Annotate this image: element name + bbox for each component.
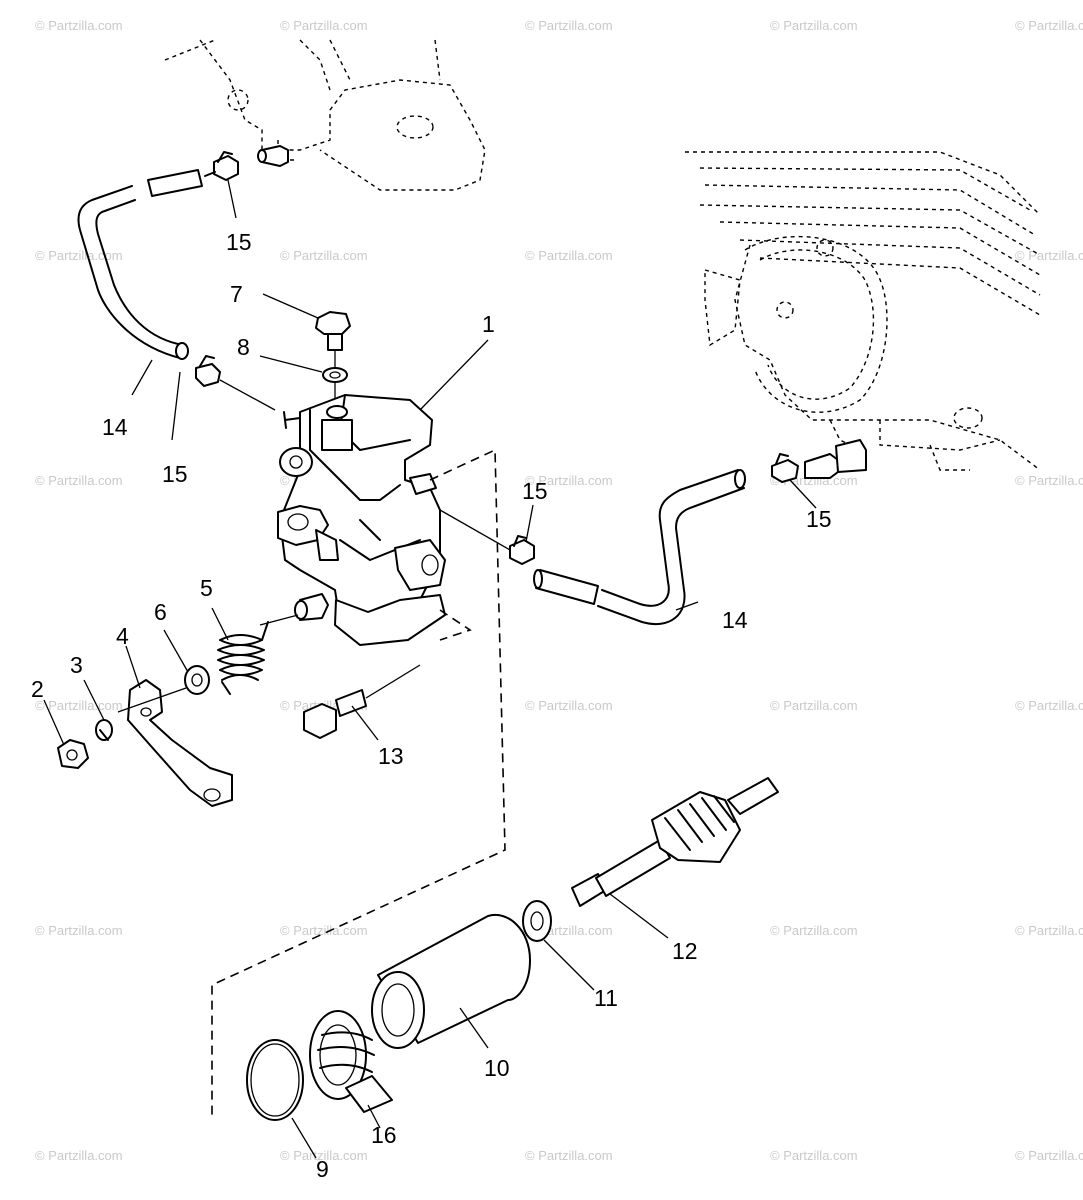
callout-3: 3 [70,652,83,678]
callout-15-left: 15 [162,461,188,487]
callout-10: 10 [484,1055,510,1081]
thrust-washer [522,900,552,942]
watermark: © Partzilla.com [35,18,123,33]
lock-washer [95,719,113,741]
callout-15-top: 15 [226,229,252,255]
oil-hose-upper [77,169,216,360]
callout-15-right: 15 [806,506,832,532]
callout-9: 9 [316,1156,329,1182]
watermark: © Partzilla.com [1015,248,1083,263]
oil-pump [259,394,446,646]
right-fitting [804,439,867,479]
oil-hose-right [533,469,746,625]
callout-12: 12 [672,938,698,964]
hose-clamp-upper [213,151,239,181]
watermark: © Partzilla.com [525,18,613,33]
hose-clamp-middle [439,509,535,565]
watermark: © Partzilla.com [280,18,368,33]
watermark: © Partzilla.com [280,923,368,938]
mounting-bolt [303,664,421,739]
watermark: © Partzilla.com [35,248,123,263]
hose-clamp-left [195,355,276,411]
assembly-outline [211,448,506,1115]
watermark: © Partzilla.com [1015,18,1083,33]
watermark: © Partzilla.com [525,1148,613,1163]
return-spring [217,621,269,695]
watermark: © Partzilla.com [770,18,858,33]
callout-5: 5 [200,575,213,601]
callouts: 1 2 3 4 5 6 7 8 9 10 11 12 13 14 14 15 1… [31,229,832,1182]
watermark: © Partzilla.com [35,923,123,938]
watermark: © Partzilla.com [1015,923,1083,938]
callout-16: 16 [371,1122,397,1148]
flat-washer [184,665,210,695]
watermark: © Partzilla.com [280,1148,368,1163]
cylinder-head [685,151,1041,471]
callout-6: 6 [154,599,167,625]
o-ring [246,1039,304,1121]
watermark: © Partzilla.com [770,923,858,938]
watermark: © Partzilla.com [525,698,613,713]
watermarks: © Partzilla.com © Partzilla.com © Partzi… [35,18,1083,1163]
pump-lever [117,679,233,807]
callout-15-middle: 15 [522,478,548,504]
watermark: © Partzilla.com [525,248,613,263]
gear-housing [309,1010,393,1113]
watermark: © Partzilla.com [35,1148,123,1163]
lever-nut [57,739,89,769]
watermark: © Partzilla.com [280,248,368,263]
drive-gear-shaft [571,777,779,907]
callout-1: 1 [482,311,495,337]
sealing-washer [322,367,348,383]
watermark: © Partzilla.com [35,473,123,488]
drive-bushing [371,913,531,1049]
callout-7: 7 [230,281,243,307]
callout-4: 4 [116,623,129,649]
upper-fitting [257,145,289,167]
watermark: © Partzilla.com [35,698,123,713]
watermark: © Partzilla.com [770,698,858,713]
callout-14-left: 14 [102,414,128,440]
watermark: © Partzilla.com [1015,698,1083,713]
watermark: © Partzilla.com [770,1148,858,1163]
leader-lines [43,179,817,1159]
callout-14-right: 14 [722,607,748,633]
callout-2: 2 [31,676,44,702]
watermark: © Partzilla.com [525,473,613,488]
watermark: © Partzilla.com [1015,1148,1083,1163]
callout-13: 13 [378,743,404,769]
callout-8: 8 [237,334,250,360]
watermark: © Partzilla.com [1015,473,1083,488]
hose-clamp-right [771,453,799,483]
callout-11: 11 [594,985,618,1011]
